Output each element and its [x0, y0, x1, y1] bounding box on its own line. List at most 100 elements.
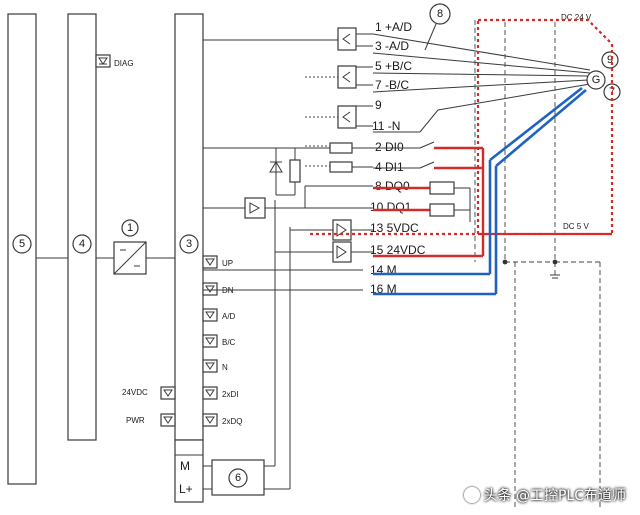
term-16: 16 M	[370, 282, 397, 296]
term-7: 7 -B/C	[375, 78, 409, 92]
term-9: 9	[375, 98, 382, 112]
led-pwr-label: PWR	[126, 416, 145, 425]
callout-4-label: 4	[79, 238, 85, 250]
buf-24v-icon	[336, 245, 347, 259]
diag-led-icon	[98, 57, 108, 65]
callout-3-label: 3	[186, 238, 192, 250]
lplus-label: L+	[179, 482, 193, 496]
encoder	[586, 70, 606, 90]
encoder-symbol: G	[592, 74, 601, 86]
load-dq0	[429, 181, 455, 195]
callout-6-label: 6	[235, 472, 241, 484]
blue-encoder-b	[495, 89, 587, 167]
load-dq1	[429, 203, 455, 217]
callout-9	[601, 51, 619, 69]
dq-buffer-icon	[249, 202, 261, 214]
led-n-icon	[205, 362, 215, 370]
led-ad-icon	[205, 311, 215, 319]
led-24vdc-icon	[163, 389, 173, 397]
led-dn-box	[202, 282, 218, 296]
buffer-bc-icon	[342, 71, 351, 83]
field-11-out	[437, 83, 591, 111]
buf-5v	[332, 219, 352, 241]
term-10: 10 DQ1	[370, 200, 412, 214]
callout-8	[429, 3, 451, 25]
field-3	[372, 52, 591, 74]
led-up-icon	[205, 258, 215, 266]
ground-symbol	[550, 274, 560, 279]
led-dq-label: 2xDQ	[222, 417, 242, 426]
buf-24v	[332, 241, 352, 263]
callout-6	[228, 468, 248, 488]
dq-buffer	[244, 197, 266, 219]
led-up-label: UP	[222, 259, 233, 268]
dc24-label: DC 24 V	[561, 13, 592, 22]
callout-3	[179, 234, 199, 254]
term-3: 3 -A/D	[375, 39, 409, 53]
buffer-n-icon	[342, 111, 351, 123]
buffer-ad	[337, 27, 357, 51]
callout-8-label: 8	[437, 8, 443, 20]
led-dq-icon	[205, 416, 215, 424]
m-label: M	[180, 459, 190, 473]
term-15: 15 24VDC	[370, 243, 426, 257]
led-24vdc-label: 24VDC	[122, 388, 148, 397]
diode-symbol	[269, 161, 283, 173]
module-bar-3	[174, 13, 204, 441]
led-n-box	[202, 359, 218, 373]
callout-5	[12, 234, 32, 254]
diag-led-box	[95, 54, 111, 68]
module-bar-3-lower	[174, 439, 204, 503]
led-bc-icon	[205, 337, 215, 345]
field-5	[372, 72, 589, 77]
di0-resistor	[329, 142, 353, 154]
callout-9-label: 9	[607, 54, 613, 66]
term-13: 13 5VDC	[370, 221, 419, 235]
callout-1-label: 1	[127, 222, 133, 234]
term-5: 5 +B/C	[375, 59, 412, 73]
dc5-label: DC 5 V	[563, 222, 589, 231]
term-11: 11 -N	[372, 119, 400, 133]
led-bc-box	[202, 334, 218, 348]
callout-8-leader	[424, 23, 437, 51]
term-4: 4 DI1	[375, 160, 404, 174]
led-ad-label: A/D	[222, 312, 236, 321]
led-n-label: N	[222, 363, 228, 372]
callout-1	[121, 219, 139, 237]
field-11-switch	[419, 109, 439, 133]
watermark-text: 头条 @工控PLC布道师	[483, 488, 626, 504]
led-column: UP DN A/D B/C N 2xDI 2xDQ	[202, 255, 242, 427]
led-pwr-box	[160, 413, 176, 427]
led-di-label: 2xDI	[222, 390, 238, 399]
converter-diagonal	[113, 241, 147, 275]
watermark: 头条 @工控PLC布道师	[463, 485, 626, 505]
led-bc-label: B/C	[222, 338, 236, 347]
led-dq-box	[202, 413, 218, 427]
term-1: 1 +A/D	[375, 20, 412, 34]
module-bar-4	[67, 13, 97, 441]
input-buffers	[305, 27, 373, 129]
pull-resistor	[289, 159, 301, 183]
led-di-box	[202, 386, 218, 400]
callout-7-label: 7	[609, 86, 615, 98]
junction-a	[502, 259, 508, 265]
callout-4	[72, 234, 92, 254]
blue-encoder-a	[489, 86, 583, 162]
watermark-icon	[463, 487, 480, 503]
led-24vdc-box	[160, 386, 176, 400]
led-dn-icon	[205, 285, 215, 293]
term-2: 2 DI0	[375, 140, 404, 154]
led-ad-box	[202, 308, 218, 322]
di1-switch	[419, 161, 435, 169]
diag-label: DIAG	[114, 59, 134, 68]
buffer-ad-icon	[342, 33, 351, 45]
led-up-box	[202, 255, 218, 269]
term-8: 8 DQ0	[375, 179, 410, 193]
field-boundary-top	[476, 18, 614, 236]
di1-resistor	[329, 161, 353, 173]
callout-5-label: 5	[19, 238, 25, 250]
field-7	[372, 79, 589, 93]
buffer-bc	[337, 65, 357, 89]
di0-switch	[419, 141, 435, 149]
